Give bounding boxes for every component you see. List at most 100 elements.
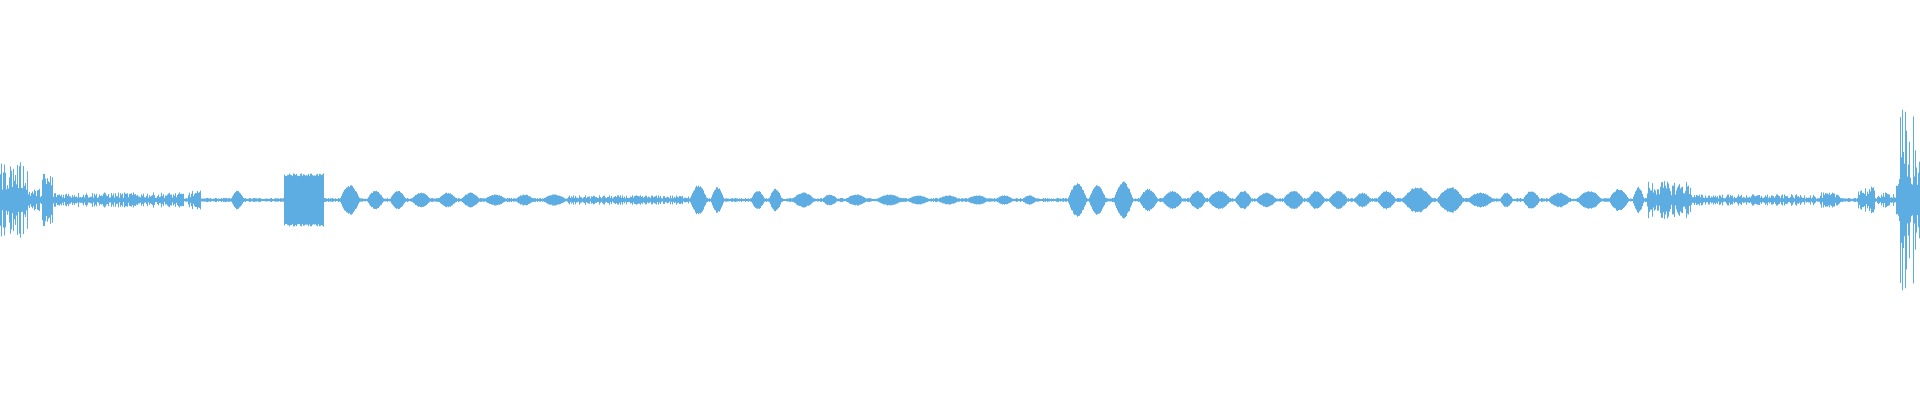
- waveform-sample: [1486, 194, 1487, 206]
- waveform-sample: [208, 198, 209, 202]
- waveform-sample: [1119, 186, 1120, 214]
- waveform-sample: [1750, 197, 1751, 203]
- waveform-sample: [389, 198, 390, 202]
- waveform-sample: [1443, 191, 1444, 209]
- waveform-sample: [566, 198, 567, 202]
- waveform-sample: [289, 173, 290, 227]
- waveform-sample: [1871, 186, 1872, 214]
- waveform-sample: [1528, 191, 1529, 209]
- waveform-sample: [1796, 194, 1797, 206]
- waveform-sample: [1873, 187, 1874, 213]
- waveform-sample: [1400, 198, 1401, 202]
- waveform-sample: [880, 197, 881, 203]
- waveform-sample: [1055, 198, 1056, 202]
- waveform-sample: [656, 195, 657, 205]
- waveform-sample: [618, 195, 619, 205]
- waveform-sample: [364, 198, 365, 202]
- waveform-sample: [1712, 197, 1713, 203]
- waveform-sample: [412, 198, 413, 202]
- waveform-sample: [1859, 195, 1860, 205]
- waveform-sample: [80, 197, 81, 203]
- waveform-sample: [1624, 192, 1625, 208]
- waveform-sample: [911, 197, 912, 203]
- waveform-sample: [457, 198, 458, 202]
- waveform-sample: [1808, 197, 1809, 203]
- waveform-sample: [819, 199, 820, 201]
- waveform-sample: [1878, 195, 1879, 205]
- waveform-sample: [255, 198, 256, 202]
- waveform-sample: [1867, 191, 1868, 209]
- waveform-sample: [1877, 197, 1878, 203]
- waveform-sample: [1550, 197, 1551, 203]
- waveform-sample: [1323, 197, 1324, 203]
- waveform-sample: [1900, 117, 1901, 283]
- waveform-sample: [752, 196, 753, 204]
- waveform-sample: [1354, 198, 1355, 202]
- waveform-sample: [747, 198, 748, 202]
- waveform-sample: [1205, 198, 1206, 202]
- waveform-sample: [1610, 197, 1611, 203]
- waveform-sample: [1500, 198, 1501, 202]
- waveform-sample: [472, 193, 473, 207]
- waveform-sample: [1047, 198, 1048, 203]
- waveform-sample: [1244, 190, 1245, 210]
- waveform-sample: [1112, 197, 1113, 203]
- waveform-sample: [682, 195, 683, 205]
- waveform-sample: [115, 193, 116, 207]
- waveform-sample: [884, 195, 885, 205]
- waveform-sample: [1876, 198, 1877, 202]
- waveform-sample: [1075, 185, 1076, 215]
- waveform-sample: [716, 187, 717, 213]
- waveform-sample: [1895, 197, 1896, 203]
- waveform-sample: [896, 196, 897, 204]
- waveform-sample: [320, 174, 321, 226]
- waveform-sample: [1504, 193, 1505, 207]
- waveform-sample: [645, 195, 646, 205]
- waveform-sample: [1113, 198, 1114, 202]
- waveform-sample: [1811, 198, 1812, 202]
- waveform-sample: [1278, 198, 1279, 202]
- waveform-sample: [264, 198, 265, 202]
- waveform-sample: [1503, 194, 1504, 206]
- waveform-sample: [1385, 191, 1386, 209]
- waveform-sample: [653, 197, 654, 203]
- waveform-sample: [811, 196, 812, 204]
- waveform-sample: [1716, 197, 1717, 203]
- waveform-sample: [601, 198, 602, 202]
- waveform-sample: [688, 196, 689, 204]
- waveform-sample: [1077, 183, 1078, 217]
- waveform-sample: [1702, 194, 1703, 206]
- waveform-sample: [1917, 184, 1918, 216]
- waveform-sample: [503, 197, 504, 203]
- waveform-sample: [920, 195, 921, 205]
- waveform-sample: [847, 197, 848, 203]
- waveform-sample: [1786, 196, 1787, 204]
- waveform-sample: [974, 195, 975, 205]
- waveform-sample: [17, 165, 18, 235]
- waveform-sample: [1429, 195, 1430, 205]
- waveform-sample: [444, 194, 445, 207]
- waveform-sample: [413, 197, 414, 203]
- waveform-sample: [1692, 197, 1693, 203]
- waveform-sample: [235, 192, 236, 208]
- waveform-sample: [1360, 193, 1361, 207]
- waveform-sample: [1556, 193, 1557, 207]
- waveform-sample: [1351, 198, 1352, 202]
- waveform-sample: [777, 190, 778, 210]
- waveform-sample: [370, 194, 371, 206]
- waveform-sample: [1783, 198, 1784, 202]
- waveform-sample: [1865, 188, 1866, 212]
- waveform-sample: [519, 196, 520, 204]
- waveform-sample: [978, 195, 979, 205]
- waveform-sample: [1120, 184, 1121, 216]
- waveform-sample: [600, 197, 601, 203]
- waveform-sample: [779, 192, 780, 207]
- waveform-sample: [78, 193, 79, 208]
- waveform-sample: [534, 198, 535, 202]
- waveform-sample: [1726, 196, 1727, 204]
- waveform-sample: [1233, 198, 1234, 202]
- waveform-sample: [1778, 195, 1779, 205]
- waveform-sample: [1495, 199, 1496, 201]
